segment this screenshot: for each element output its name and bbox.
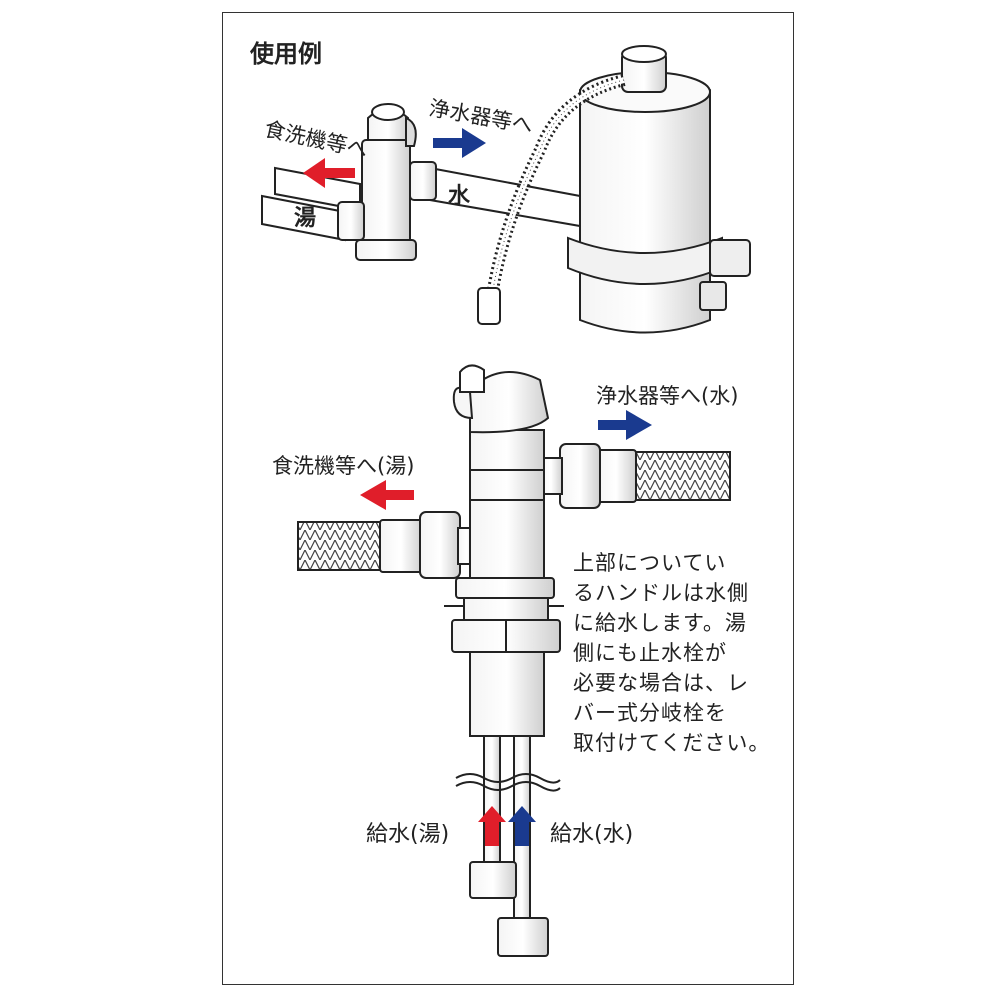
valve-flange bbox=[455, 577, 555, 599]
threaded-shank bbox=[469, 651, 545, 737]
note-line: に給水します。湯 bbox=[573, 611, 747, 635]
diagram-frame bbox=[222, 12, 794, 985]
top-cold-nut bbox=[409, 161, 437, 201]
top-hot-nut bbox=[337, 201, 365, 241]
bottom-cold-nut bbox=[559, 443, 601, 509]
bottom-cold-arrow bbox=[598, 410, 652, 440]
supply-fitting-hot bbox=[469, 861, 517, 899]
top-label-water: 水 bbox=[448, 184, 471, 209]
label-supply-water: 給水(水) bbox=[550, 822, 634, 847]
note-line: 側にも止水栓が bbox=[573, 641, 727, 665]
supply-fitting-cold bbox=[497, 917, 549, 957]
bottom-label-dishwasher-hot: 食洗機等へ(湯) bbox=[272, 454, 415, 478]
supply-pipe-hot bbox=[483, 735, 501, 869]
top-hot-arrow bbox=[303, 158, 355, 188]
top-valve-body bbox=[361, 139, 411, 253]
note-line: 取付けてください。 bbox=[573, 731, 771, 755]
note-line: バー式分岐栓を bbox=[573, 701, 727, 725]
installation-note: 上部についてい るハンドルは水側 に給水します。湯 側にも止水栓が 必要な場合は… bbox=[573, 548, 773, 758]
note-line: 上部についてい bbox=[573, 551, 727, 575]
bottom-valve-body bbox=[469, 429, 545, 581]
supply-cold-arrow bbox=[508, 806, 536, 846]
braided-hose-right bbox=[631, 451, 731, 501]
label-supply-hot: 給水(湯) bbox=[366, 822, 450, 847]
supply-hot-arrow bbox=[478, 806, 506, 846]
note-line: 必要な場合は、レ bbox=[573, 671, 749, 695]
braided-hose-left bbox=[297, 521, 383, 571]
top-label-hot: 湯 bbox=[294, 206, 317, 231]
top-illustration bbox=[261, 45, 751, 334]
top-cold-arrow bbox=[433, 128, 486, 158]
diagram-title: 使用例 bbox=[250, 40, 322, 68]
purifier-body bbox=[579, 76, 711, 334]
bottom-hot-arrow bbox=[360, 480, 414, 510]
bottom-illustration bbox=[297, 364, 731, 957]
bottom-hot-nut bbox=[419, 511, 461, 579]
bottom-label-purifier-water: 浄水器等へ(水) bbox=[596, 384, 739, 408]
note-line: るハンドルは水側 bbox=[573, 581, 749, 605]
